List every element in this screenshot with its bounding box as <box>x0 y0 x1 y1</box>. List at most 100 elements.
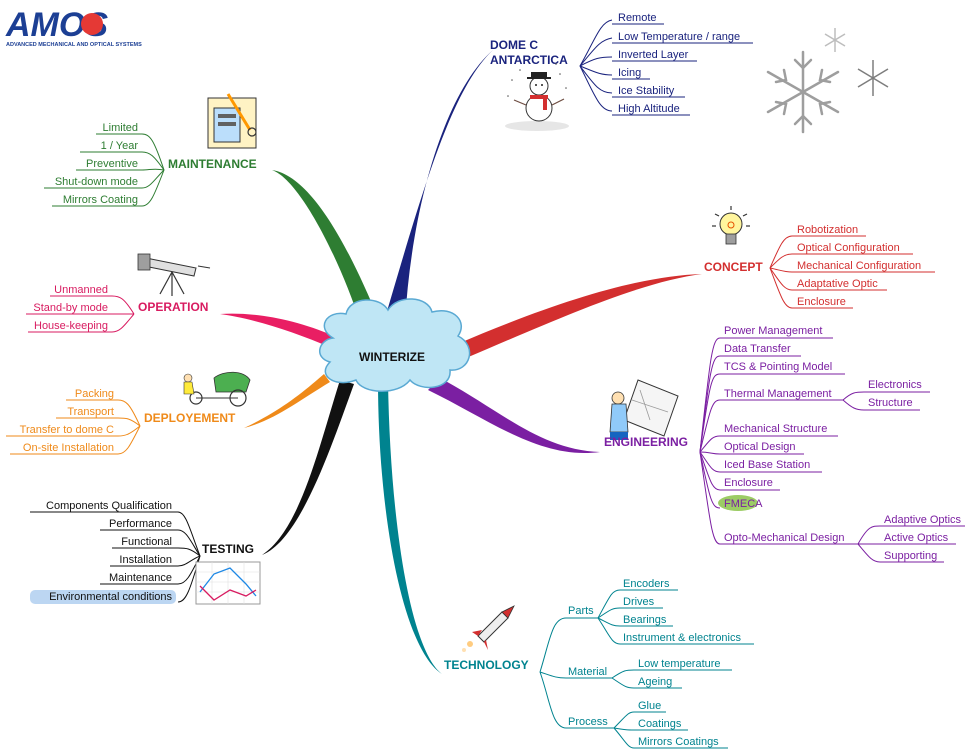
testing-item-1: Performance <box>109 518 172 530</box>
toolbox-icon <box>207 93 257 149</box>
operation-item-0: Unmanned <box>54 284 108 296</box>
engineering-item-4: Mechanical Structure <box>724 423 827 435</box>
branch-deployment <box>244 374 330 428</box>
maintenance-item-4: Mirrors Coating <box>63 194 138 206</box>
center-label: WINTERIZE <box>359 350 425 364</box>
dome-item-1: Low Temperature / range <box>618 31 740 43</box>
branch-dome-group: DOME C ANTARCTICA Remote Low Temperature… <box>490 12 889 134</box>
testing-item-3: Installation <box>119 554 172 566</box>
deployment-label: DEPLOYEMENT <box>144 411 236 425</box>
technology-label: TECHNOLOGY <box>444 658 529 672</box>
operation-item-1: Stand-by mode <box>33 302 108 314</box>
testing-item-2: Functional <box>121 536 172 548</box>
branch-maintenance <box>272 170 378 322</box>
engineering-item-5: Optical Design <box>724 441 796 453</box>
engineering-item-8: FMECA <box>724 498 763 510</box>
operation-label: OPERATION <box>138 300 208 314</box>
technology-material-label: Material <box>568 666 607 678</box>
dome-item-0: Remote <box>618 12 657 24</box>
testing-item-4: Maintenance <box>109 572 172 584</box>
concept-item-4: Enclosure <box>797 296 846 308</box>
telescope-icon <box>137 253 211 296</box>
branch-concept <box>455 274 702 358</box>
amos-logo: AMOS ADVANCED MECHANICAL AND OPTICAL SYS… <box>5 6 142 48</box>
dome-item-3: Icing <box>618 67 641 79</box>
branch-engineering <box>428 378 600 454</box>
dome-label-line2: ANTARCTICA <box>490 53 568 67</box>
snowflake-icon <box>857 60 889 96</box>
concept-item-3: Adaptative Optic <box>797 278 878 290</box>
engineering-item-6: Iced Base Station <box>724 459 810 471</box>
branch-testing-group: TESTING Components Qualification Perform… <box>30 500 261 605</box>
maintenance-item-3: Shut-down mode <box>55 176 138 188</box>
material-item-1: Ageing <box>638 676 672 688</box>
branch-testing <box>262 380 354 555</box>
technology-parts-label: Parts <box>568 605 594 617</box>
rocket-icon <box>462 605 515 652</box>
line-chart-icon <box>195 561 261 605</box>
fmeca-highlight <box>718 495 758 511</box>
concept-label: CONCEPT <box>704 260 763 274</box>
maintenance-item-2: Preventive <box>86 158 138 170</box>
dome-label-line1: DOME C <box>490 38 538 52</box>
branch-operation <box>220 313 334 348</box>
thermal-sub-1: Structure <box>868 397 913 409</box>
opto-sub-2: Supporting <box>884 550 937 562</box>
material-item-0: Low temperature <box>638 658 721 670</box>
branch-operation-group: OPERATION Unmanned Stand-by mode House-k… <box>26 253 211 333</box>
engineering-item-7: Enclosure <box>724 477 773 489</box>
logo-tagline: ADVANCED MECHANICAL AND OPTICAL SYSTEMS <box>6 42 142 48</box>
engineering-item-0: Power Management <box>724 325 822 337</box>
thermal-sub-0: Electronics <box>868 379 922 391</box>
branch-maintenance-group: MAINTENANCE Limited 1 / Year Preventive … <box>44 93 257 207</box>
opto-sub-0: Adaptive Optics <box>884 514 962 526</box>
opto-sub-1: Active Optics <box>884 532 949 544</box>
environmental-highlight <box>30 590 176 604</box>
deployment-item-3: On-site Installation <box>23 442 114 454</box>
parts-item-2: Bearings <box>623 614 667 626</box>
deployment-item-1: Transport <box>67 406 114 418</box>
testing-label: TESTING <box>202 542 254 556</box>
branch-technology <box>378 380 442 674</box>
center-cloud <box>319 298 471 392</box>
parts-item-1: Drives <box>623 596 655 608</box>
center-node: WINTERIZE <box>319 298 471 392</box>
deployment-item-0: Packing <box>75 388 114 400</box>
concept-item-1: Optical Configuration <box>797 242 900 254</box>
lightbulb-icon <box>712 206 750 245</box>
deployment-item-2: Transfer to dome C <box>20 424 114 436</box>
engineering-label: ENGINEERING <box>604 435 688 449</box>
process-item-1: Coatings <box>638 718 682 730</box>
parts-item-0: Encoders <box>623 578 670 590</box>
snowman-icon <box>505 63 569 131</box>
maintenance-item-0: Limited <box>103 122 138 134</box>
snowflake-icon <box>766 50 840 134</box>
dome-item-5: High Altitude <box>618 103 680 115</box>
snowflake-icon <box>824 28 846 52</box>
engineering-item-3: Thermal Management <box>724 388 832 400</box>
maintenance-item-1: 1 / Year <box>101 140 139 152</box>
process-item-0: Glue <box>638 700 661 712</box>
testing-item-5: Environmental conditions <box>49 591 172 603</box>
branch-concept-group: CONCEPT Robotization Optical Configurati… <box>704 206 935 309</box>
maintenance-label: MAINTENANCE <box>168 157 257 171</box>
testing-item-0: Components Qualification <box>46 500 172 512</box>
dome-item-4: Ice Stability <box>618 85 675 97</box>
dome-item-2: Inverted Layer <box>618 49 689 61</box>
technology-process-label: Process <box>568 716 608 728</box>
operation-item-2: House-keeping <box>34 320 108 332</box>
branch-shapes <box>220 50 702 674</box>
rickshaw-icon <box>183 371 251 407</box>
engineering-item-9: Opto-Mechanical Design <box>724 532 844 544</box>
branch-engineering-group: ENGINEERING <box>604 325 965 563</box>
branch-technology-group: TECHNOLOGY Parts <box>444 578 754 749</box>
logo-red-dot <box>81 13 103 35</box>
engineering-item-1: Data Transfer <box>724 343 791 355</box>
parts-item-3: Instrument & electronics <box>623 632 741 644</box>
engineering-item-2: TCS & Pointing Model <box>724 361 832 373</box>
concept-item-2: Mechanical Configuration <box>797 260 921 272</box>
branch-deployment-group: DEPLOYEMENT Packing Transport Transfer t… <box>6 371 251 455</box>
branch-dome <box>385 50 493 322</box>
process-item-2: Mirrors Coatings <box>638 736 719 748</box>
